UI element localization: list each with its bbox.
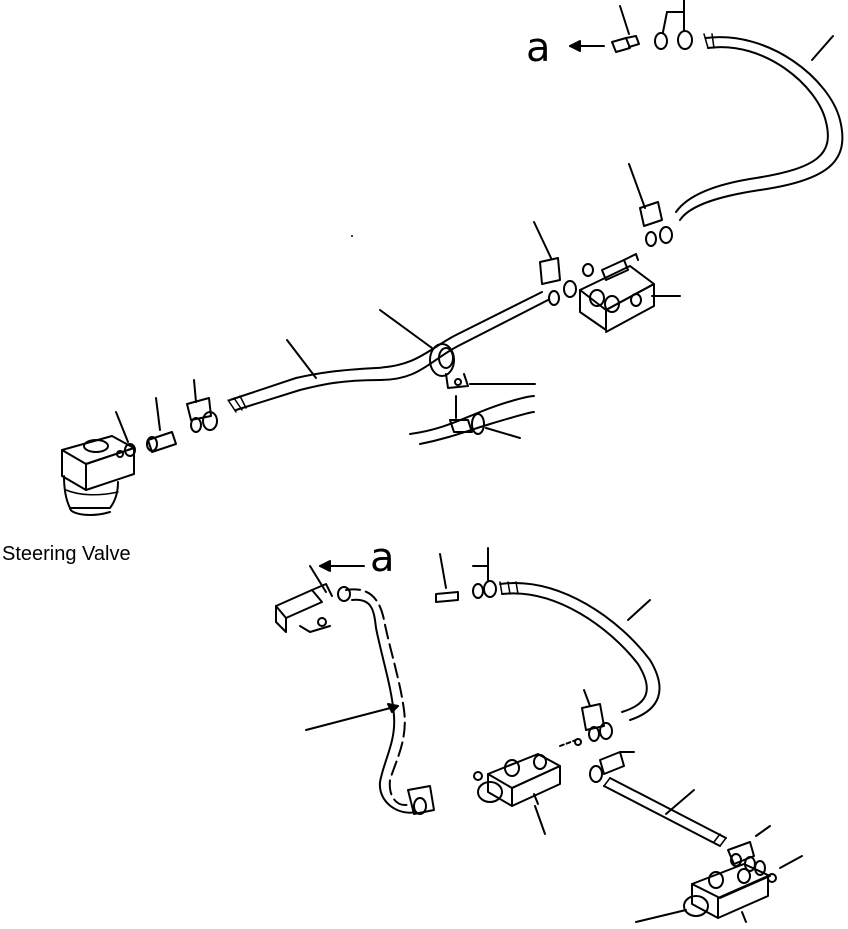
hose-lower xyxy=(499,581,661,721)
connector-tube xyxy=(589,751,727,847)
tee-block xyxy=(579,253,681,333)
hose-left-dashed xyxy=(305,588,435,815)
reference-arrow-bottom xyxy=(309,560,365,593)
mid-seals xyxy=(533,221,577,306)
bottom-valve-seals xyxy=(727,825,803,876)
lower-clamp xyxy=(409,395,535,445)
tube-clamp xyxy=(379,309,536,389)
hose-upper xyxy=(675,33,844,221)
lower-valve-middle xyxy=(473,753,561,835)
reference-label-top: a xyxy=(526,25,551,71)
bottom-upper-fittings xyxy=(435,547,497,603)
top-fitting xyxy=(611,0,693,53)
reference-arrow-top xyxy=(569,40,605,52)
speck xyxy=(351,235,353,237)
main-tube-top xyxy=(227,291,549,413)
bottom-valve xyxy=(635,863,777,923)
steering-valve-caption: Steering Valve xyxy=(2,543,131,565)
steering-fittings xyxy=(115,379,218,457)
reference-label-bottom: a xyxy=(370,535,395,581)
lower-valve-seals xyxy=(559,689,613,747)
steering-valve xyxy=(61,435,135,516)
bottom-bracket xyxy=(275,583,351,633)
upper-seals xyxy=(628,163,673,247)
